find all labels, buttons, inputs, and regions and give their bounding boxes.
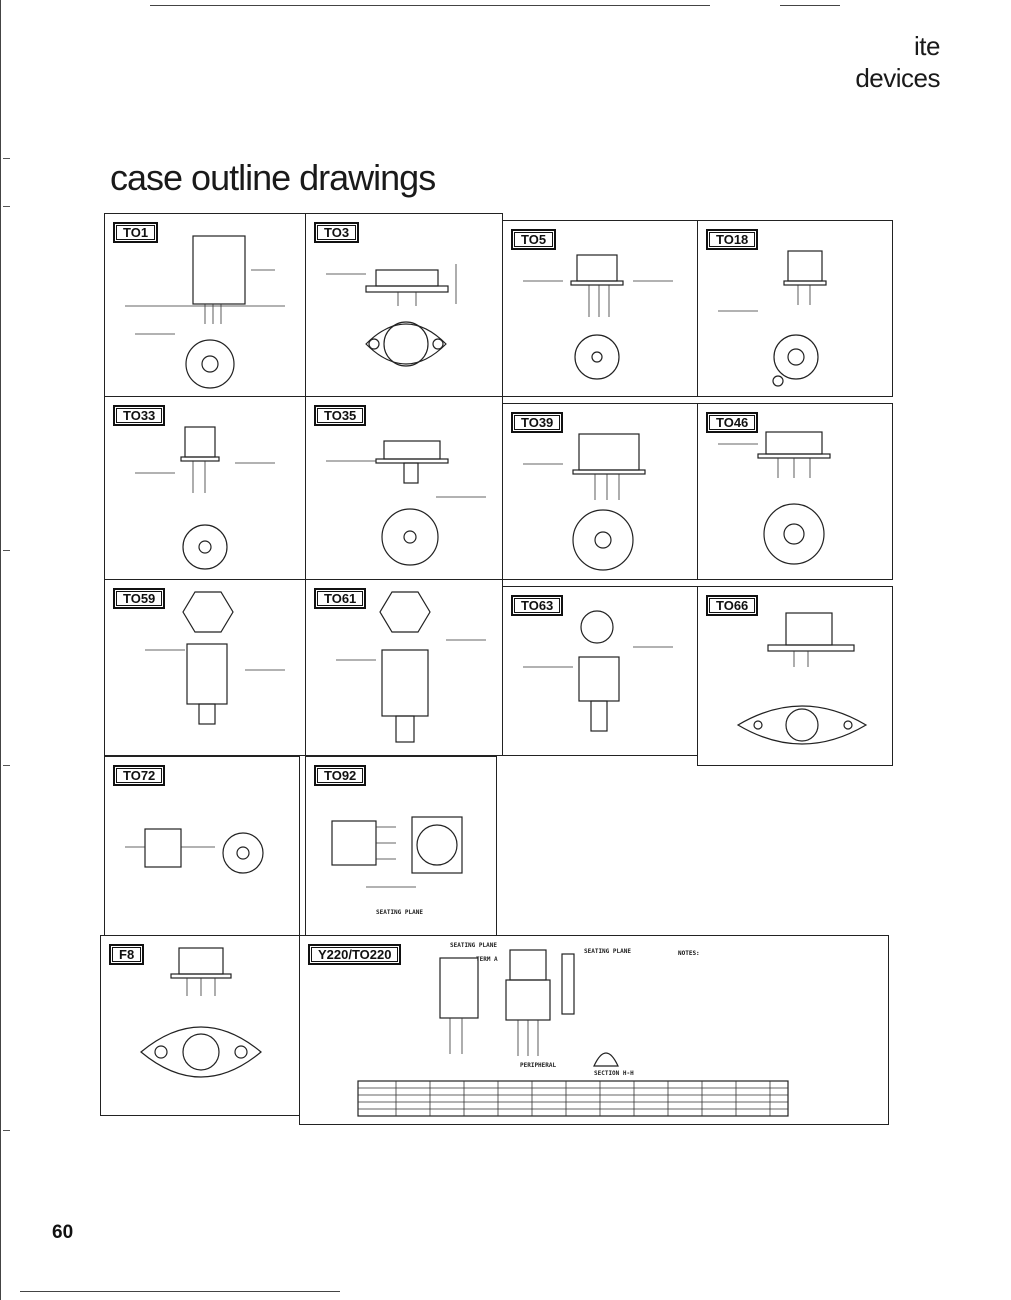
cell-to63: TO63 — [502, 586, 698, 756]
drawing-to18 — [718, 250, 827, 387]
section-label: SECTION H-H — [594, 1070, 634, 1077]
case-label-to66: TO66 — [706, 595, 759, 616]
case-label-to61: TO61 — [314, 588, 367, 609]
notes-title: NOTES: — [678, 950, 700, 957]
drawing-f8 — [140, 947, 262, 1078]
drawing-y220 — [357, 949, 789, 1117]
drawing-to59 — [145, 591, 285, 725]
drawing-to3 — [326, 264, 457, 367]
cell-to46: TO46 — [697, 403, 893, 580]
drawing-to35 — [326, 440, 486, 566]
case-label-to72: TO72 — [113, 765, 166, 786]
cell-to1: TO1 — [104, 213, 306, 397]
cell-to5: TO5 — [502, 220, 698, 397]
left-edge-line — [0, 0, 1, 1300]
case-label-to5: TO5 — [511, 229, 557, 250]
cell-to59: TO59 — [104, 579, 306, 756]
seating-plane-label-y220-right: SEATING PLANE — [584, 948, 631, 955]
seating-plane-label-y220: SEATING PLANE — [450, 942, 497, 949]
drawing-to46 — [718, 431, 831, 565]
peripheral-label: PERIPHERAL — [520, 1062, 557, 1069]
bottom-scan-line — [20, 1291, 340, 1292]
notes-block: NOTES: — [678, 950, 878, 957]
page-title: case outline drawings — [110, 157, 436, 198]
cell-to92: TO92 SEATING PLANE — [305, 756, 497, 936]
drawing-to5 — [523, 254, 673, 380]
case-label-f8: F8 — [109, 944, 145, 965]
cell-f8: F8 — [100, 935, 300, 1116]
drawing-to39 — [523, 433, 646, 571]
case-label-to3: TO3 — [314, 222, 360, 243]
drawing-to63 — [523, 610, 673, 732]
case-label-to63: TO63 — [511, 595, 564, 616]
cell-to66: TO66 — [697, 586, 893, 766]
case-label-y220: Y220/TO220 — [308, 944, 402, 965]
margin-tick — [3, 550, 10, 551]
margin-tick — [3, 158, 10, 159]
case-label-to59: TO59 — [113, 588, 166, 609]
cell-to33: TO33 — [104, 396, 306, 580]
top-scan-line-2 — [780, 5, 840, 6]
margin-tick — [3, 765, 10, 766]
seating-plane-label-to92: SEATING PLANE — [376, 909, 423, 916]
case-label-to92: TO92 — [314, 765, 367, 786]
drawing-to33 — [135, 426, 275, 570]
page-number: 60 — [52, 1222, 74, 1243]
cell-to3: TO3 — [305, 213, 503, 397]
case-label-to33: TO33 — [113, 405, 166, 426]
margin-tick — [3, 1130, 10, 1131]
margin-tick — [3, 206, 10, 207]
cell-to39: TO39 — [502, 403, 698, 580]
case-label-to35: TO35 — [314, 405, 367, 426]
case-label-to46: TO46 — [706, 412, 759, 433]
case-label-to39: TO39 — [511, 412, 564, 433]
case-label-to18: TO18 — [706, 229, 759, 250]
section-header-line1: ite — [914, 31, 940, 61]
cell-to35: TO35 — [305, 396, 503, 580]
drawing-to92 — [331, 816, 463, 888]
cell-to72: TO72 — [104, 756, 300, 936]
top-scan-line — [150, 5, 710, 6]
term-a-label: TERM A — [476, 956, 498, 963]
drawing-to66 — [736, 612, 868, 745]
cell-y220: Y220/TO220 SEATING PLANE SEATING PLANE T… — [299, 935, 889, 1125]
section-header: ite devices — [855, 30, 940, 94]
cell-to18: TO18 — [697, 220, 893, 397]
drawing-to72 — [125, 828, 264, 874]
drawing-to61 — [336, 591, 486, 743]
cell-to61: TO61 — [305, 579, 503, 756]
section-header-line2: devices — [855, 63, 940, 93]
case-label-to1: TO1 — [113, 222, 159, 243]
drawing-to1 — [125, 235, 285, 389]
